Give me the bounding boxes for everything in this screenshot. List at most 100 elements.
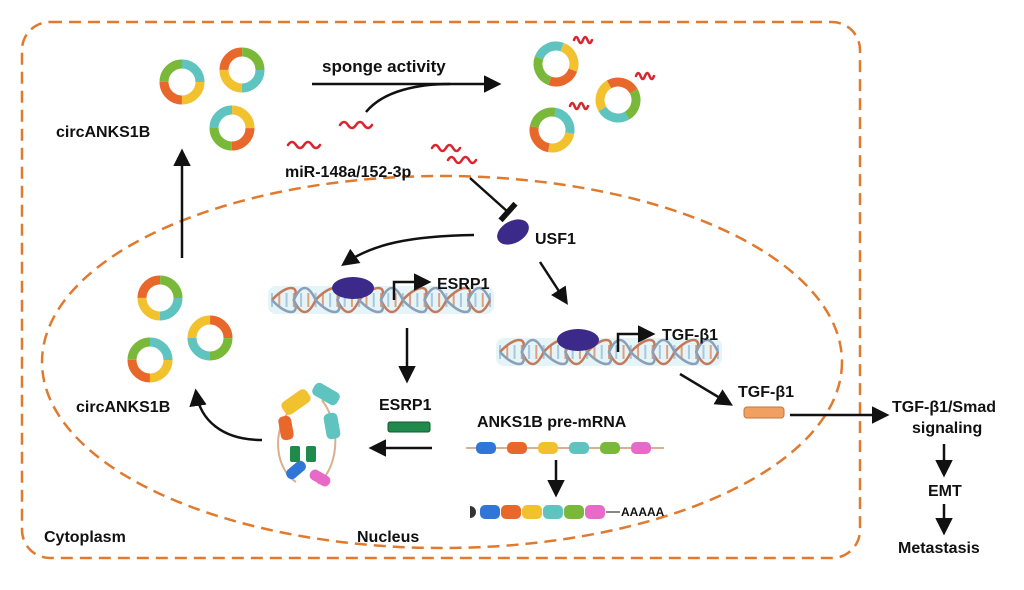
circrna-ring-sponged — [595, 77, 641, 123]
exon — [585, 505, 605, 519]
exon — [569, 442, 589, 454]
splicing-complex — [277, 382, 341, 487]
circrna-cluster-left — [127, 275, 233, 383]
circrna-cluster-sponged — [529, 41, 641, 153]
ring-segment — [595, 77, 641, 123]
ring-segment — [127, 337, 173, 383]
exon — [480, 505, 500, 519]
complex-to-circ-arrow — [189, 388, 263, 442]
mirna-strand — [338, 120, 374, 130]
ring-segment — [137, 275, 183, 321]
dna-helix-tgf — [496, 338, 722, 366]
ring-segment — [159, 59, 205, 105]
circrna-ring — [159, 59, 205, 105]
nucleus-label: Nucleus — [357, 529, 419, 546]
ring-segment — [187, 315, 233, 361]
mirna-bound — [568, 101, 590, 111]
mir-label: miR-148a/152-3p — [285, 164, 412, 181]
cytoplasm-boundary — [20, 20, 862, 560]
circrna-ring-sponged — [533, 41, 579, 87]
circrna-ring-sponged — [529, 107, 575, 153]
exon — [507, 442, 527, 454]
sponge-label: sponge activity — [322, 57, 446, 76]
ring-segment — [127, 337, 173, 383]
esrp1-bound — [306, 446, 316, 462]
dna-strand — [499, 338, 720, 366]
esrp1-gene-label: ESRP1 — [437, 276, 490, 293]
complex-exon — [323, 412, 341, 440]
esrp1-protein — [387, 421, 431, 433]
exon — [564, 505, 584, 519]
polya-label: AAAAA — [621, 505, 665, 519]
tgf-protein-label: TGF-β1 — [738, 384, 794, 401]
circ-left-label: circANKS1B — [76, 399, 170, 416]
tgf-tss-arrow — [616, 325, 656, 352]
esrp1-protein-label: ESRP1 — [379, 397, 432, 414]
signaling-label-1: TGF-β1/Smad — [892, 399, 996, 416]
circrna-ring — [137, 275, 183, 321]
complex-exon — [286, 460, 306, 480]
esrp1-bound — [290, 446, 300, 462]
ring-segment — [595, 77, 641, 123]
mrna-cap — [470, 506, 476, 518]
mirna-bound — [634, 71, 656, 81]
exon — [476, 442, 496, 454]
circ-top-label: circANKS1B — [56, 124, 150, 141]
usf1-bound-tgf — [557, 329, 599, 351]
mirna-bound — [572, 35, 594, 45]
complex-exon — [281, 389, 311, 415]
ring-segment — [187, 315, 233, 361]
ring-segment — [137, 275, 183, 321]
emt-label: EMT — [928, 483, 962, 500]
mirna-strand — [430, 143, 462, 153]
exon — [501, 505, 521, 519]
mirna-strand — [286, 140, 322, 150]
complex-exon — [312, 382, 340, 406]
usf1-label: USF1 — [535, 231, 576, 248]
sponge-curve — [365, 82, 451, 113]
circrna-ring — [127, 337, 173, 383]
usf1-protein — [497, 219, 529, 245]
circrna-cluster-top — [159, 47, 265, 151]
usf1-to-esrp1-arrow — [341, 233, 475, 267]
mature-mrna-strand — [470, 505, 620, 519]
circrna-ring — [209, 105, 255, 151]
ring-segment — [209, 105, 255, 151]
ring-segment — [127, 337, 173, 383]
tgf-secretion-arrow — [679, 372, 734, 406]
complex-exon — [309, 469, 331, 487]
ring-segment — [219, 47, 265, 93]
usf1-to-tgf-arrow — [538, 261, 568, 305]
ring-segment — [137, 275, 183, 321]
metastasis-label: Metastasis — [898, 540, 980, 557]
ring-segment — [533, 41, 579, 87]
signaling-label-2: signaling — [912, 420, 982, 437]
premrna-label: ANKS1B pre-mRNA — [477, 414, 627, 431]
dna-strand — [271, 286, 492, 314]
complex-exon — [278, 415, 294, 441]
exon — [522, 505, 542, 519]
inhibition-line — [469, 177, 518, 223]
ring-segment — [529, 107, 575, 153]
mirna-group — [286, 35, 656, 165]
ring-segment — [187, 315, 233, 361]
mirna-strand — [446, 155, 478, 165]
pre-mrna-strand — [466, 442, 664, 454]
ring-segment — [159, 59, 205, 105]
cytoplasm-label: Cytoplasm — [44, 529, 126, 546]
ring-segment — [595, 77, 641, 123]
ring-segment — [529, 107, 575, 153]
ring-segment — [219, 47, 265, 93]
ring-segment — [209, 105, 255, 151]
ring-segment — [219, 47, 265, 93]
tgf-protein — [743, 406, 785, 419]
usf1-bound-esrp1 — [332, 277, 374, 299]
nucleus-boundary — [40, 174, 844, 550]
circrna-ring — [219, 47, 265, 93]
exon — [600, 442, 620, 454]
ring-segment — [159, 59, 205, 105]
exon — [631, 442, 651, 454]
ring-segment — [533, 41, 579, 87]
exon — [538, 442, 558, 454]
